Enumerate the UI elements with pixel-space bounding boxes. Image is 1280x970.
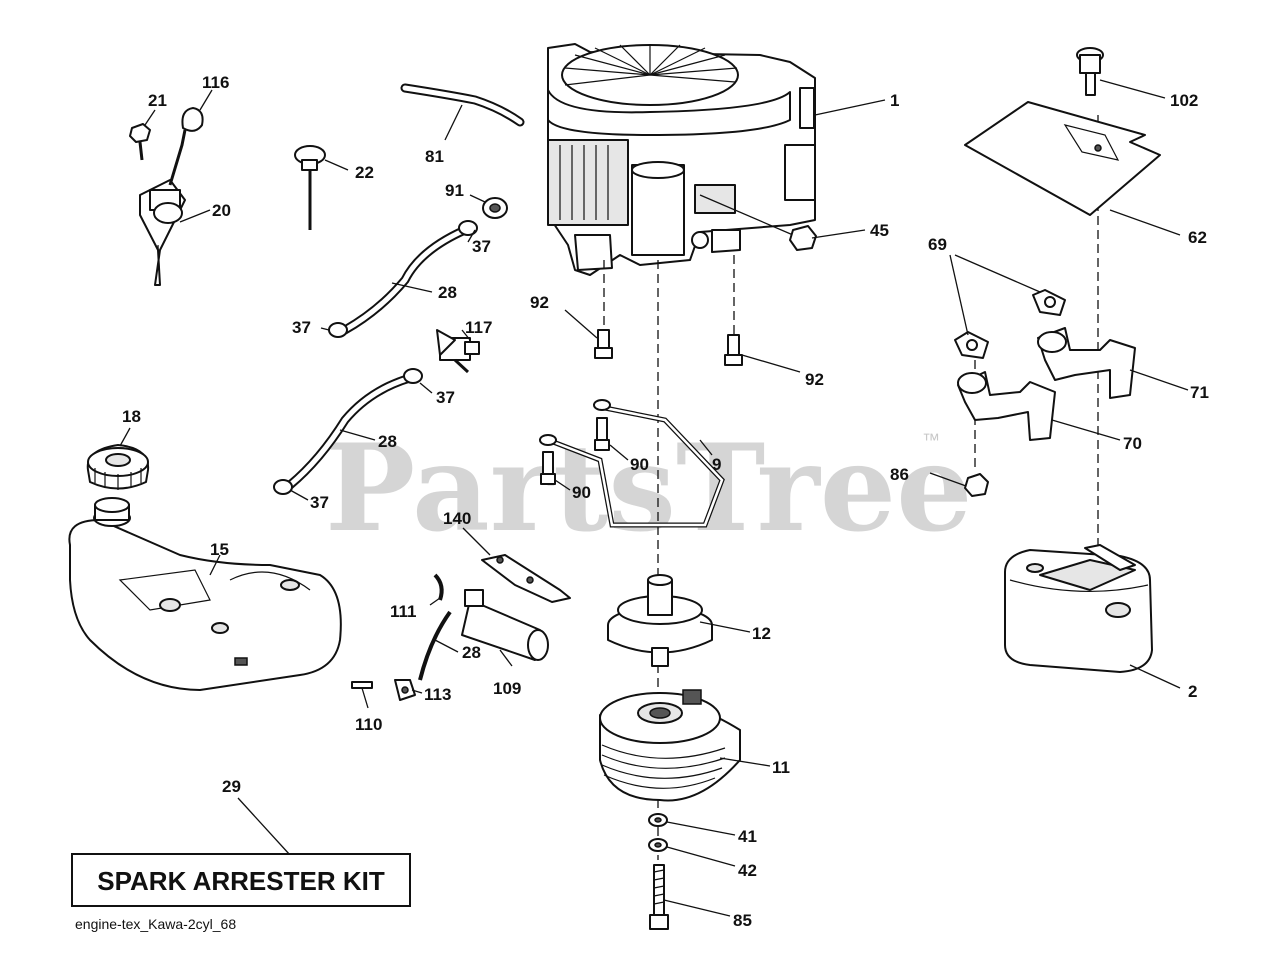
wire-bracket-9[interactable] (539, 399, 725, 528)
callout-71: 71 (1190, 383, 1209, 402)
gasket-69-lower[interactable] (954, 331, 989, 359)
bolt-90-lower[interactable] (540, 451, 556, 485)
callout-41: 41 (738, 827, 757, 846)
hose-111[interactable] (433, 573, 444, 601)
callout-18: 18 (122, 407, 141, 426)
callout-85: 85 (733, 911, 752, 930)
muffler-2[interactable] (1004, 544, 1153, 673)
callout-37-upper: 37 (472, 237, 491, 256)
callout-70: 70 (1123, 434, 1142, 453)
callout-92-left: 92 (530, 293, 549, 312)
screw-21[interactable] (129, 123, 151, 161)
engine[interactable] (547, 43, 816, 276)
bolt-92-right[interactable] (724, 334, 743, 366)
callout-28-lower: 28 (378, 432, 397, 451)
callout-117: 117 (465, 318, 492, 337)
callout-28-small: 28 (462, 643, 481, 662)
callout-102: 102 (1170, 91, 1198, 110)
callout-90-lower: 90 (572, 483, 591, 502)
callout-labels: 116 21 20 22 81 91 37 28 37 117 37 28 37… (122, 73, 1209, 930)
knob-116[interactable] (181, 107, 204, 132)
clamp-37-left[interactable] (328, 322, 348, 338)
callout-2: 2 (1188, 682, 1197, 701)
bolt-85[interactable] (649, 864, 669, 930)
clamp-37-mid[interactable] (403, 368, 423, 384)
callout-22: 22 (355, 163, 374, 182)
watermark: PartsTree (325, 418, 972, 559)
callout-11: 11 (772, 758, 790, 777)
diagram-id: engine-tex_Kawa-2cyl_68 (75, 916, 236, 932)
callout-15: 15 (210, 540, 229, 559)
bolt-92-left[interactable] (594, 329, 613, 359)
callout-111: 111 (390, 602, 417, 621)
bolt-90-upper[interactable] (594, 417, 610, 451)
gasket-69-upper[interactable] (1032, 289, 1066, 316)
callout-37-left: 37 (292, 318, 311, 337)
pin-110[interactable] (351, 681, 373, 689)
callout-92-right: 92 (805, 370, 824, 389)
callout-9: 9 (712, 455, 721, 474)
callout-140: 140 (443, 509, 471, 528)
exhaust-pipe-71[interactable] (1037, 327, 1136, 399)
spark-arrester-kit[interactable]: SPARK ARRESTER KIT (71, 853, 411, 907)
throttle-control-20[interactable] (139, 129, 187, 286)
callout-62: 62 (1188, 228, 1207, 247)
washer-42[interactable] (648, 838, 668, 852)
callout-42: 42 (738, 861, 757, 880)
clamp-37-upper[interactable] (458, 220, 478, 236)
pulley-12[interactable] (607, 574, 713, 667)
hose-81[interactable] (400, 83, 525, 127)
callout-69: 69 (928, 235, 947, 254)
electric-clutch-11[interactable] (599, 689, 741, 802)
callout-29: 29 (222, 777, 241, 796)
plug-22[interactable] (294, 145, 326, 230)
fitting-113[interactable] (394, 679, 416, 701)
fuel-line-28-small[interactable] (418, 610, 452, 681)
callout-116: 116 (202, 73, 229, 92)
callout-81: 81 (425, 147, 444, 166)
callout-109: 109 (493, 679, 521, 698)
clamp-37-lower[interactable] (273, 479, 293, 495)
fitting-91[interactable] (482, 197, 508, 219)
nut-86[interactable] (964, 473, 989, 497)
fuel-solenoid-109[interactable] (461, 589, 549, 661)
callout-37-mid: 37 (436, 388, 455, 407)
callout-20: 20 (212, 201, 231, 220)
callout-1: 1 (890, 91, 899, 110)
callout-113: 113 (424, 685, 451, 704)
fuel-tank-15[interactable] (68, 497, 342, 691)
fuel-valve-117[interactable] (436, 329, 480, 374)
callout-12: 12 (752, 624, 771, 643)
callout-91: 91 (445, 181, 464, 200)
fuel-line-28-lower[interactable] (285, 373, 415, 490)
callout-45: 45 (870, 221, 889, 240)
callout-110: 110 (355, 715, 382, 734)
washer-41[interactable] (648, 813, 668, 827)
fuel-line-28-upper[interactable] (340, 225, 470, 335)
callout-37-lower: 37 (310, 493, 329, 512)
fuel-cap-18[interactable] (86, 444, 150, 490)
screw-102[interactable] (1076, 47, 1104, 96)
callout-90-upper: 90 (630, 455, 649, 474)
watermark-trademark: ™ (922, 430, 940, 450)
callout-21: 21 (148, 91, 167, 110)
callout-28-upper: 28 (438, 283, 457, 302)
bracket-140[interactable] (481, 554, 571, 603)
kit-label: SPARK ARRESTER KIT (97, 866, 385, 896)
heat-shield-62[interactable] (964, 101, 1161, 216)
exhaust-pipe-70[interactable] (957, 371, 1056, 441)
oil-filter-nut[interactable] (789, 225, 817, 251)
callout-86: 86 (890, 465, 909, 484)
